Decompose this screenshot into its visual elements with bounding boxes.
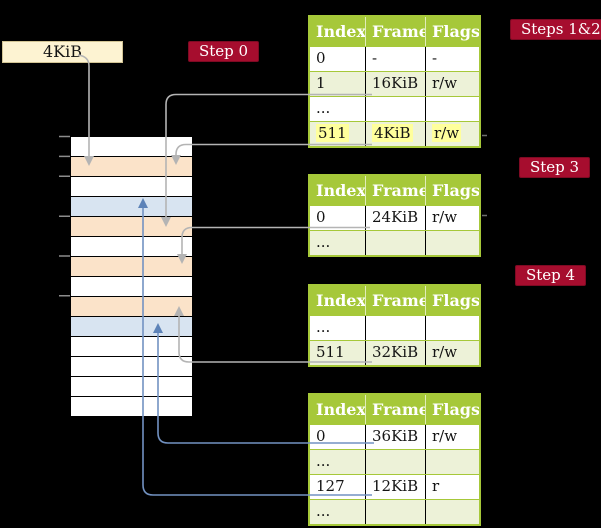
- highlighted-value: 511: [316, 124, 349, 142]
- table-cell: 1: [310, 72, 366, 96]
- column-header: Index: [310, 176, 366, 205]
- table-row: ...: [310, 230, 479, 255]
- table-cell: [366, 450, 426, 474]
- table-cell: ...: [310, 231, 366, 255]
- highlighted-value: 4KiB: [372, 124, 413, 142]
- column-header: Index: [310, 395, 366, 424]
- table-cell: r: [432, 477, 440, 495]
- table-cell: -: [366, 47, 426, 71]
- column-header: Flags: [432, 400, 479, 419]
- step-0-badge: Step 0: [188, 41, 260, 62]
- table-cell: 0: [310, 47, 366, 71]
- table-cell: r/w: [432, 427, 458, 445]
- memory-row-8: [71, 296, 192, 316]
- table-cell: r/w: [426, 122, 479, 146]
- table-row: ...: [310, 96, 479, 121]
- table-row: ...: [310, 449, 479, 474]
- column-header: Index: [310, 17, 366, 46]
- table-cell: ...: [310, 97, 366, 121]
- table-cell: 0: [310, 425, 366, 449]
- memory-row-3: [71, 196, 192, 216]
- table-cell: ...: [310, 500, 366, 524]
- step-3-badge: Step 3: [519, 157, 591, 178]
- steps-1-2-badge: Steps 1&2: [510, 19, 601, 40]
- memory-row-2: [71, 176, 192, 196]
- memory-tick-marks: [59, 135, 70, 297]
- table-cell: [366, 500, 426, 524]
- table-cell: 511: [310, 341, 366, 365]
- table-cell: ...: [310, 450, 366, 474]
- column-header: Index: [310, 286, 366, 315]
- column-header: Frame: [366, 395, 426, 424]
- column-header: Frame: [366, 17, 426, 46]
- step-4-badge: Step 4: [515, 265, 587, 286]
- table-cell: [366, 316, 426, 340]
- table-cell: ...: [310, 316, 366, 340]
- table-cell: [366, 231, 426, 255]
- highlighted-value: r/w: [432, 124, 462, 142]
- table-cell: [366, 97, 426, 121]
- column-header: Flags: [432, 181, 479, 200]
- memory-row-1: [71, 156, 192, 176]
- memory-row-0: [71, 137, 192, 156]
- memory-row-13: [71, 396, 192, 416]
- table-cell: [426, 231, 479, 255]
- table-cell: r/w: [432, 208, 458, 226]
- column-header: Frame: [366, 176, 426, 205]
- table-cell: r/w: [432, 74, 458, 92]
- table-row: 0--: [310, 46, 479, 71]
- table-cell: -: [432, 49, 438, 67]
- table-cell: r/w: [432, 343, 458, 361]
- table-cell: 4KiB: [366, 122, 426, 146]
- table-cell: [426, 316, 479, 340]
- memory-row-9: [71, 316, 192, 336]
- table-cell: [426, 97, 479, 121]
- table-row: ...: [310, 315, 479, 340]
- table-cell: 16KiB: [366, 72, 426, 96]
- column-header: Flags: [432, 291, 479, 310]
- table-cell: 511: [310, 122, 366, 146]
- table-cell: [426, 500, 479, 524]
- memory-row-6: [71, 256, 192, 276]
- table-edge-stubs: [482, 134, 487, 217]
- memory-row-7: [71, 276, 192, 296]
- column-header: Flags: [432, 22, 479, 41]
- table-row: ...: [310, 499, 479, 524]
- memory-column: [70, 136, 193, 417]
- table-cell: 0: [310, 206, 366, 230]
- memory-row-4: [71, 216, 192, 236]
- table-cell: 24KiB: [366, 206, 426, 230]
- table-cell: [426, 450, 479, 474]
- table-row: 511 4KiB r/w: [310, 121, 479, 146]
- memory-row-10: [71, 336, 192, 356]
- memory-row-12: [71, 376, 192, 396]
- memory-row-5: [71, 236, 192, 256]
- table-cell: 36KiB: [366, 425, 426, 449]
- frame-address-box: 4KiB: [2, 41, 123, 63]
- column-header: Frame: [366, 286, 426, 315]
- table-cell: 32KiB: [366, 341, 426, 365]
- memory-row-11: [71, 356, 192, 376]
- table-cell: 12KiB: [366, 475, 426, 499]
- table-cell: 127: [310, 475, 366, 499]
